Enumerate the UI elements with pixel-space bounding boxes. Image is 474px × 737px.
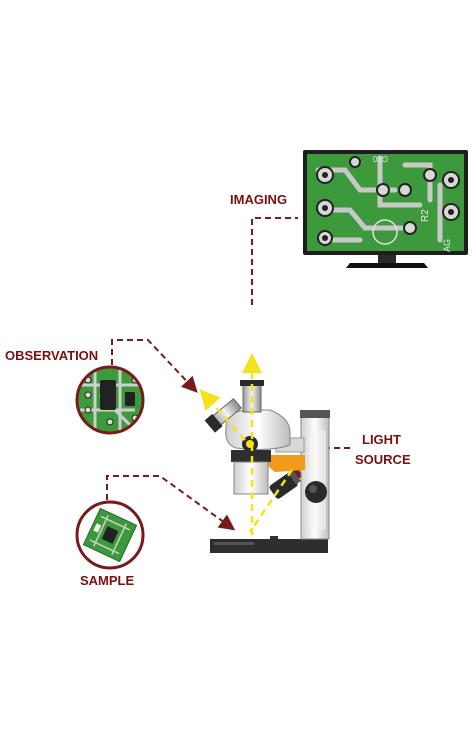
microscope (204, 380, 330, 553)
label-light-line2: SOURCE (355, 452, 411, 467)
eyepiece (204, 398, 242, 433)
monitor-text-top: G50 (372, 154, 388, 163)
sample-ring (75, 500, 145, 570)
label-sample: SAMPLE (80, 573, 135, 588)
label-observation: OBSERVATION (5, 348, 98, 363)
monitor-neck (378, 255, 396, 263)
light-beams (199, 353, 294, 535)
beam-observation (199, 389, 246, 441)
observation-connector (111, 339, 198, 393)
microscope-head (225, 409, 291, 450)
sample-view (75, 500, 145, 570)
beam-light (248, 469, 294, 533)
observation-ring (75, 365, 145, 435)
microscope-base (210, 539, 328, 553)
label-imaging: IMAGING (230, 192, 287, 207)
focus-knob (305, 481, 327, 503)
imaging-connector (251, 217, 298, 305)
monitor: G50 R2 AG (303, 150, 468, 268)
objective (233, 461, 269, 495)
label-light-line1: LIGHT (362, 432, 401, 447)
monitor-text-side: AG (442, 239, 452, 252)
sample-connector (106, 475, 236, 531)
observation-view (75, 365, 145, 435)
monitor-pcb-pads (316, 156, 460, 246)
monitor-text-r2: R2 (420, 209, 431, 222)
monitor-stand (346, 263, 428, 268)
